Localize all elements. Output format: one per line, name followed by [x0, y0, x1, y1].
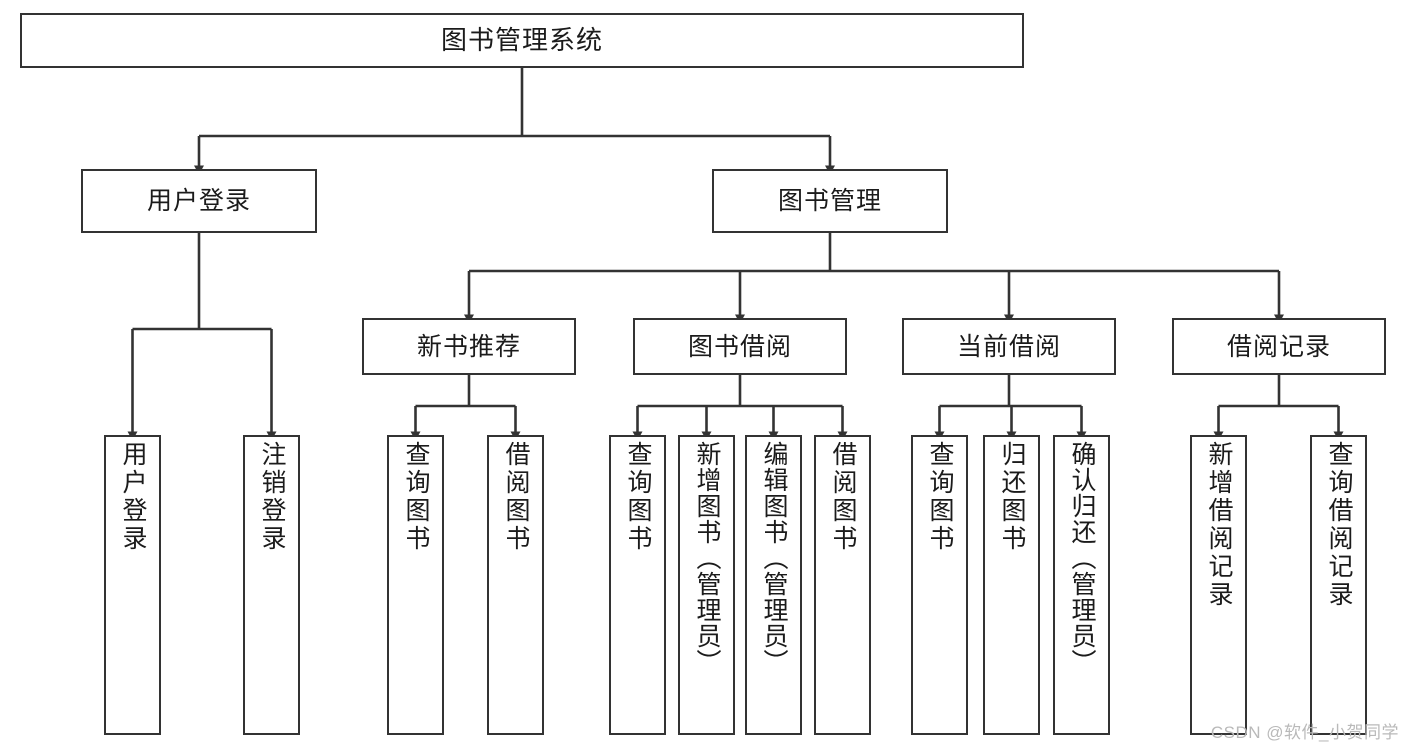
node-leaf-edit-book[interactable]: 编辑图书（管理员） — [745, 435, 802, 735]
node-label-leaf-add-book: 新增图书（管理员） — [693, 441, 721, 675]
node-label-leaf-edit-book: 编辑图书（管理员） — [760, 441, 788, 675]
node-label-leaf-query-book-3: 查询图书 — [926, 441, 954, 553]
node-leaf-add-borrow-record[interactable]: 新增借阅记录 — [1190, 435, 1247, 735]
node-borrow-record[interactable]: 借阅记录 — [1172, 318, 1386, 375]
node-leaf-query-book-1[interactable]: 查询图书 — [387, 435, 444, 735]
node-book-management[interactable]: 图书管理 — [712, 169, 948, 233]
node-label-leaf-query-book-1: 查询图书 — [402, 441, 430, 553]
node-label-new-book-recommend: 新书推荐 — [416, 332, 521, 361]
node-leaf-query-borrow-record[interactable]: 查询借阅记录 — [1310, 435, 1367, 735]
node-label-leaf-add-borrow-record: 新增借阅记录 — [1205, 441, 1233, 609]
node-root[interactable]: 图书管理系统 — [20, 13, 1024, 68]
watermark: CSDN @软件_小贺同学 — [1210, 723, 1399, 742]
node-leaf-query-book-2[interactable]: 查询图书 — [609, 435, 666, 735]
node-label-leaf-return-book: 归还图书 — [998, 441, 1026, 553]
node-label-leaf-user-login: 用户登录 — [119, 441, 147, 553]
node-label-book-management: 图书管理 — [777, 187, 882, 215]
node-leaf-borrow-book-1[interactable]: 借阅图书 — [487, 435, 544, 735]
node-label-leaf-borrow-book-2: 借阅图书 — [829, 441, 857, 553]
node-leaf-confirm-return[interactable]: 确认归还（管理员） — [1053, 435, 1110, 735]
node-label-leaf-confirm-return: 确认归还（管理员） — [1068, 441, 1096, 675]
edge-group — [127, 68, 1344, 441]
node-label-borrow-record: 借阅记录 — [1226, 332, 1331, 361]
node-leaf-add-book[interactable]: 新增图书（管理员） — [678, 435, 735, 735]
node-current-borrow[interactable]: 当前借阅 — [902, 318, 1116, 375]
node-label-current-borrow: 当前借阅 — [956, 332, 1061, 361]
node-user-login[interactable]: 用户登录 — [81, 169, 317, 233]
node-leaf-query-book-3[interactable]: 查询图书 — [911, 435, 968, 735]
node-label-user-login: 用户登录 — [146, 187, 251, 215]
node-leaf-return-book[interactable]: 归还图书 — [983, 435, 1040, 735]
node-label-leaf-borrow-book-1: 借阅图书 — [502, 441, 530, 553]
node-leaf-user-login[interactable]: 用户登录 — [104, 435, 161, 735]
node-label-leaf-query-book-2: 查询图书 — [624, 441, 652, 553]
node-new-book-recommend[interactable]: 新书推荐 — [362, 318, 576, 375]
node-leaf-user-logout[interactable]: 注销登录 — [243, 435, 300, 735]
node-label-book-borrow: 图书借阅 — [687, 332, 792, 361]
node-label-leaf-query-borrow-record: 查询借阅记录 — [1325, 441, 1353, 609]
node-leaf-borrow-book-2[interactable]: 借阅图书 — [814, 435, 871, 735]
node-label-leaf-user-logout: 注销登录 — [258, 441, 286, 553]
node-label-root: 图书管理系统 — [440, 24, 603, 55]
node-book-borrow[interactable]: 图书借阅 — [633, 318, 847, 375]
